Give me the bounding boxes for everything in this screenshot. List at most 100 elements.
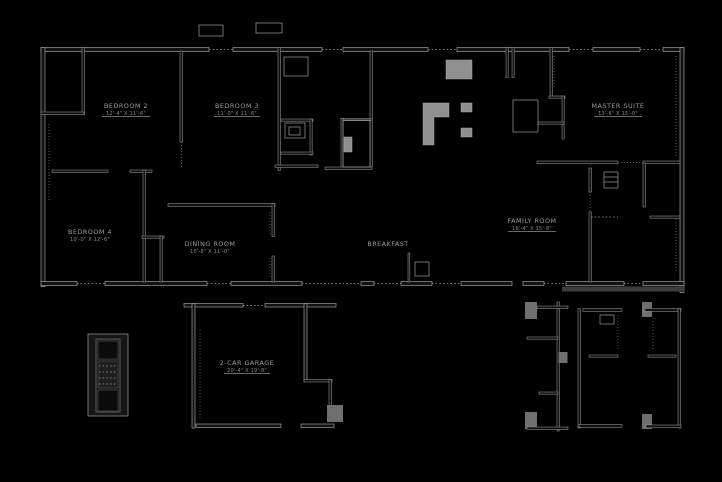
wall-segment [549,47,553,97]
window-door-marks [48,49,677,284]
utility-closet [342,119,371,168]
unit-block-c [577,308,623,429]
wall-segment [277,47,281,171]
wall-segment [300,423,335,428]
wall-segment [505,47,509,78]
wall-segment [537,121,565,125]
wall-segment [536,160,619,165]
cabinet-inner [95,338,121,413]
refrigerator [445,59,473,80]
wall-segment [40,47,46,287]
wall-segment [141,235,165,239]
room-label: BREAKFAST [367,240,408,248]
wall-segment [342,47,429,52]
wall-segment [548,95,566,99]
wall-segment [400,281,433,286]
wall-segment [264,303,337,308]
cabinet-elevation [87,333,129,417]
wall-segment [677,308,681,429]
cabinet-upper-door [97,340,119,360]
wall-segment [159,235,163,283]
wall-segment [538,391,559,395]
room-dims: 10'-8" X 11'-0" [190,249,230,255]
wall-segment [167,203,276,207]
interior-walls [40,47,681,283]
unit-block-b [525,301,569,432]
room-label: FAMILY ROOM [507,217,556,225]
vanity [599,314,615,325]
wall-segment [642,281,685,286]
wall-segment [280,151,314,155]
wall-segment [328,379,332,406]
porch-slab [562,286,684,292]
wall-segment [303,303,308,382]
wall-segment [511,47,515,78]
cabinet-lower-door [97,389,119,412]
wall-segment [51,169,109,173]
toilet-tank [288,126,301,136]
unit-block-d [642,302,682,429]
wall-poche [525,412,537,429]
wall-segment [642,160,681,165]
room-label: BEDROOM 3 [215,102,259,110]
wall-segment [526,336,559,340]
kitchen-counter [422,102,450,146]
room-label: 2-CAR GARAGE [220,359,274,367]
storage-pad [327,405,343,422]
room-dims: 16'-4" X 15'-8" [512,226,552,232]
toilet [284,122,306,139]
wall-segment [647,354,677,358]
wall-segment [522,281,545,286]
cooktop [460,102,473,113]
wall-segment [588,211,592,283]
wall-segment [271,203,275,237]
room-dims: 10'-0" X 12'-6" [70,237,110,243]
water-heater [343,136,353,153]
wall-segment [195,423,282,428]
wall-segment [588,167,592,193]
wall-segment [649,215,681,219]
wall-segment [40,281,78,286]
wall-segment [280,118,314,122]
wall-segment [578,424,623,428]
hearth [414,261,430,277]
linen-shelves [603,171,619,189]
wall-segment [645,424,682,429]
wall-segment [303,379,333,383]
wall-segment [271,255,275,283]
bath-fixtures [283,56,619,189]
utility-fixtures [342,119,430,277]
pantry [512,99,539,133]
chase [558,352,568,363]
wall-segment [179,50,183,143]
wall-segment [40,111,85,115]
room-label: MASTER SUITE [592,102,645,110]
bathtub [283,56,309,77]
wall-segment [588,354,619,358]
sink [460,127,473,138]
wall-segment [644,308,682,312]
wall-segment [679,47,685,293]
porch-step [198,24,224,37]
room-label: DINING ROOM [185,240,236,248]
wall-segment [274,164,319,168]
wall-segment [460,281,513,286]
wall-poche [525,302,537,319]
wall-segment [232,47,323,52]
wall-segment [592,47,641,52]
wall-segment [191,303,196,429]
wall-segment [556,301,560,432]
wall-segment [642,162,646,208]
wall-segment [129,169,153,173]
wall-segment [142,169,146,283]
room-dims: 20'-4" X 19'-8" [227,368,267,374]
wall-segment [309,118,313,156]
room-dims: 13'-6" X 15'-0" [598,111,638,117]
room-label: BEDROOM 2 [104,102,148,110]
wall-segment [230,281,303,286]
wall-poche [642,414,652,429]
wall-segment [104,281,208,286]
wall-segment [526,426,569,430]
